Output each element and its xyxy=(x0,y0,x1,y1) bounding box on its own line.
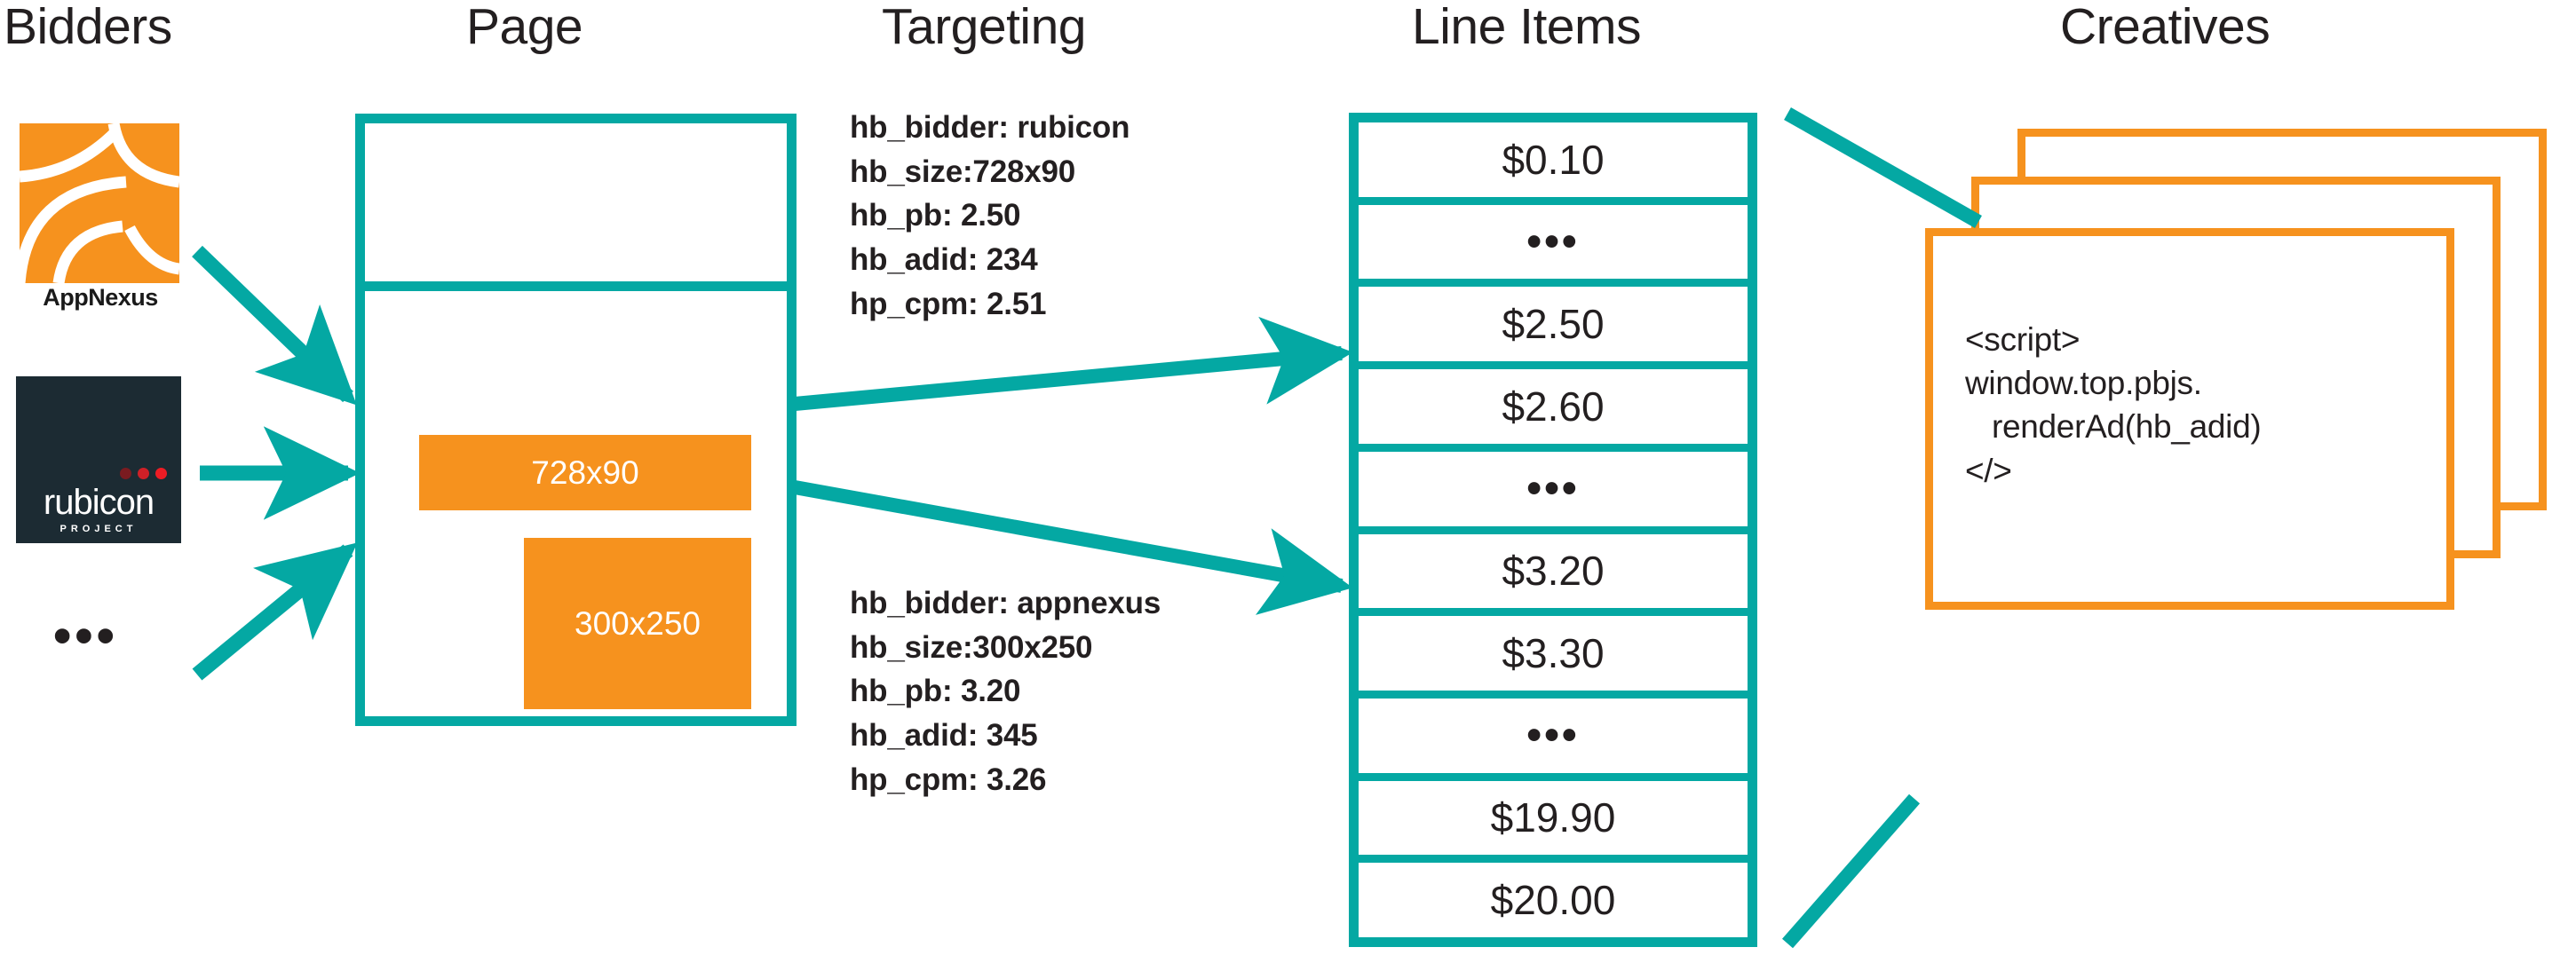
targeting-block-rubicon: hb_bidder: rubicon hb_size:728x90 hb_pb:… xyxy=(850,106,1129,326)
arrow-slot300-to-lineitem-320 xyxy=(793,480,1353,615)
line-item-row: ••• xyxy=(1359,204,1748,288)
targeting-line: hb_bidder: appnexus xyxy=(850,586,1161,620)
rubicon-project-logo-icon: rubicon PROJECT xyxy=(16,376,181,543)
creative-code-snippet: <script> window.top.pbjs. renderAd(hb_ad… xyxy=(1965,321,2262,489)
targeting-line: hb_size:300x250 xyxy=(850,629,1093,665)
targeting-line: hb_adid: 234 xyxy=(850,242,1038,278)
arrow-others-to-page xyxy=(192,542,358,681)
targeting-block-appnexus: hb_bidder: appnexus hb_size:300x250 hb_p… xyxy=(850,581,1161,801)
line-item-row[interactable]: $0.10 xyxy=(1359,122,1748,205)
targeting-line: hp_cpm: 3.26 xyxy=(850,762,1047,797)
targeting-line: hb_size:728x90 xyxy=(850,154,1076,189)
creative-card-front[interactable]: <script> window.top.pbjs. renderAd(hb_ad… xyxy=(1925,228,2454,610)
arrow-appnexus-to-page xyxy=(192,245,357,406)
line-item-row: ••• xyxy=(1359,451,1748,534)
appnexus-label: AppNexus xyxy=(43,284,158,311)
column-heading-creatives: Creatives xyxy=(2060,0,2271,55)
line-item-row[interactable]: $19.90 xyxy=(1359,780,1748,864)
rubicon-wordmark: rubicon xyxy=(43,483,155,522)
ad-slot-300x250[interactable]: 300x250 xyxy=(524,538,751,709)
ad-slot-728x90[interactable]: 728x90 xyxy=(419,435,751,510)
targeting-line: hb_pb: 2.50 xyxy=(850,198,1021,233)
line-items-table: $0.10 ••• $2.50 $2.60 ••• $3.20 $3.30 ••… xyxy=(1349,113,1757,947)
line-item-row[interactable]: $2.50 xyxy=(1359,287,1748,370)
column-heading-targeting: Targeting xyxy=(882,0,1087,55)
targeting-line: hb_adid: 345 xyxy=(850,718,1038,754)
line-item-row[interactable]: $2.60 xyxy=(1359,369,1748,452)
appnexus-logo-icon xyxy=(13,122,181,285)
creatives-stack: <script> window.top.pbjs. renderAd(hb_ad… xyxy=(1925,129,2547,661)
arrow-slot728-to-lineitem-250 xyxy=(794,316,1353,411)
column-heading-line-items: Line Items xyxy=(1412,0,1641,55)
column-heading-page: Page xyxy=(466,0,583,55)
line-item-row[interactable]: $3.20 xyxy=(1359,533,1748,617)
rubicon-dots-icon xyxy=(120,468,167,479)
rubicon-project-subtext: PROJECT xyxy=(59,524,138,534)
targeting-line: hb_bidder: rubicon xyxy=(850,110,1130,145)
page-header-divider xyxy=(365,281,787,291)
targeting-line: hb_pb: 3.20 xyxy=(850,674,1021,709)
line-item-row: ••• xyxy=(1359,698,1748,781)
page-panel: 728x90 300x250 xyxy=(355,114,797,726)
line-item-row[interactable]: $20.00 xyxy=(1359,863,1748,938)
targeting-line: hp_cpm: 2.51 xyxy=(850,286,1047,321)
bidders-more-ellipsis: ••• xyxy=(53,607,118,665)
column-heading-bidders: Bidders xyxy=(4,0,172,55)
connector-lineitems-to-creatives-bottom xyxy=(1781,793,1921,949)
line-item-row[interactable]: $3.30 xyxy=(1359,616,1748,699)
